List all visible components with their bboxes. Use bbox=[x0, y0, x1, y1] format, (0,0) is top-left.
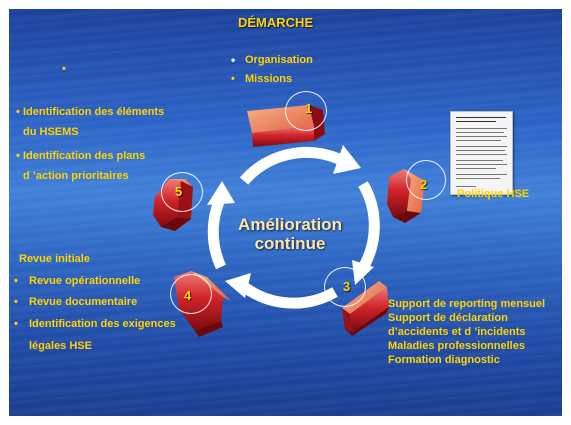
step-5-bullet-1: • bbox=[16, 106, 20, 118]
center-label-line-1: Amélioration bbox=[238, 215, 342, 234]
step-2-number: 2 bbox=[420, 177, 428, 192]
step-1-circle bbox=[285, 91, 327, 131]
step-3-item-5: Formation diagnostic bbox=[388, 354, 500, 366]
policy-document-image bbox=[450, 111, 513, 195]
step-3-number: 3 bbox=[343, 279, 351, 294]
step-1-bullet-2: • bbox=[231, 73, 235, 85]
step-1-item-2: Missions bbox=[245, 73, 293, 85]
step-1-item-1: Organisation bbox=[245, 54, 313, 66]
step-5-bullet-2: • bbox=[16, 150, 20, 162]
page-title: DÉMARCHE bbox=[238, 15, 314, 30]
step-3-item-2: Support de déclaration bbox=[388, 312, 508, 324]
step-5-number: 5 bbox=[175, 184, 183, 199]
step-2-label: Politique HSE bbox=[457, 188, 530, 200]
step-4-heading: Revue initiale bbox=[19, 253, 90, 265]
step-5-circle bbox=[161, 172, 203, 212]
step-4-item-1: Revue opérationnelle bbox=[29, 275, 141, 287]
step-2-circle bbox=[406, 160, 446, 200]
empty-bullet: • bbox=[62, 63, 66, 75]
step-3-item-4: Maladies professionnelles bbox=[388, 340, 525, 352]
step-4-bullet-3: • bbox=[14, 318, 18, 330]
shape-step-3 bbox=[342, 281, 389, 336]
step-4-item-4: légales HSE bbox=[29, 340, 92, 352]
slide: 1 2 3 4 5 DÉMARCHE Amélioration continue… bbox=[9, 9, 562, 416]
step-4-bullet-1: • bbox=[14, 275, 18, 287]
center-label: Amélioration continue bbox=[219, 215, 361, 253]
step-5-item-3: Identification des plans bbox=[23, 150, 146, 162]
step-5-item-4: d ’action prioritaires bbox=[23, 170, 129, 182]
center-label-line-2: continue bbox=[254, 234, 326, 253]
step-4-number: 4 bbox=[184, 288, 192, 303]
step-4-bullet-2: • bbox=[14, 296, 18, 308]
step-3-circle bbox=[324, 267, 366, 307]
step-5-item-2: du HSEMS bbox=[23, 126, 79, 138]
step-4-item-2: Revue documentaire bbox=[29, 296, 138, 308]
step-5-item-1: Identification des éléments bbox=[23, 106, 165, 118]
step-3-item-1: Support de reporting mensuel bbox=[388, 298, 546, 310]
step-1-bullet-1: • bbox=[231, 53, 236, 67]
step-4-item-3: Identification des exigences bbox=[29, 318, 176, 330]
step-3-item-3: d’accidents et d ’incidents bbox=[388, 326, 526, 338]
step-4-circle bbox=[170, 274, 212, 314]
step-1-number: 1 bbox=[305, 101, 313, 116]
